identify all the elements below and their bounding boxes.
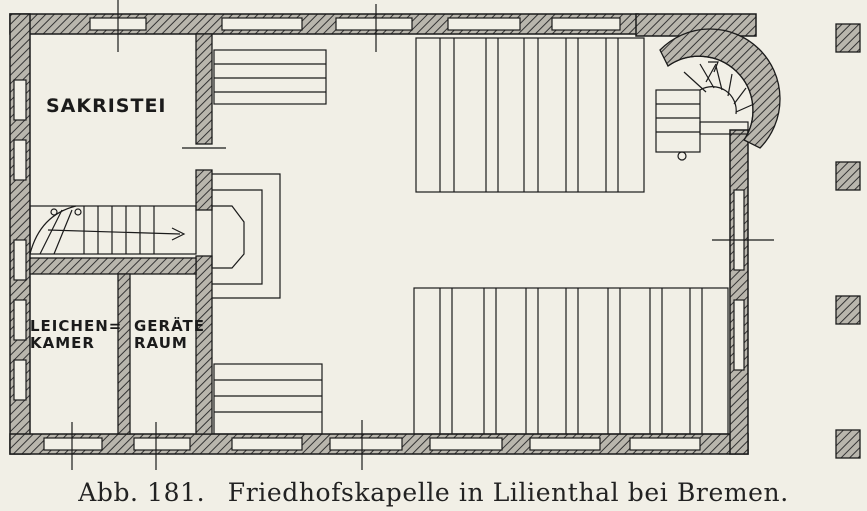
floor-plan — [9, 0, 861, 470]
room-label-geraeteraum-line1: Geräte — [134, 317, 206, 335]
pews-upper — [415, 37, 645, 193]
room-label-leichenkammer-line1: Leichen= — [30, 317, 123, 335]
room-label-leichenkammer: Leichen= Kamer — [30, 317, 123, 353]
room-label-geraeteraum-line2: Raum — [134, 334, 188, 353]
spiral-stair-tower — [655, 28, 781, 161]
figure-caption: Abb. 181. Friedhofskapelle in Lilienthal… — [0, 478, 867, 507]
side-steps — [213, 49, 327, 435]
room-label-geraeteraum: Geräte Raum — [134, 317, 206, 353]
figure-number: Abb. 181. — [78, 478, 206, 507]
axis-marks — [71, 0, 774, 470]
buttresses — [835, 23, 861, 459]
room-label-sakristei: Sakristei — [46, 95, 167, 117]
room-label-leichenkammer-line2: Kamer — [30, 334, 95, 353]
figure-title: Friedhofskapelle in Lilienthal bei Breme… — [227, 478, 789, 507]
sakristei-staircase — [29, 205, 197, 255]
altar-steps — [211, 173, 281, 299]
pews-lower — [413, 287, 729, 435]
windows — [13, 17, 745, 451]
